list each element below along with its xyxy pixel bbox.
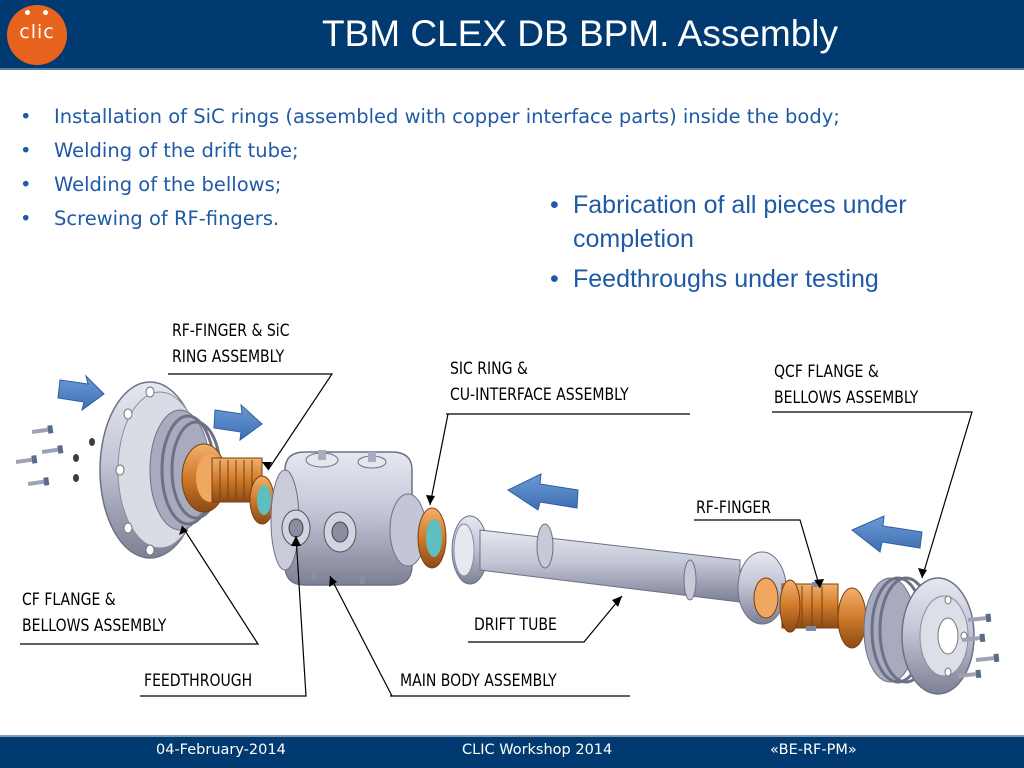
page-title: TBM CLEX DB BPM. Assembly — [321, 13, 839, 54]
bullet-icon: • — [20, 105, 32, 128]
label-cf-flange: CF FLANGE & BELLOWS ASSEMBLY — [22, 587, 166, 639]
label-line: SIC RING & — [450, 359, 528, 378]
assembly-diagram — [15, 373, 1000, 697]
label-line: BELLOWS ASSEMBLY — [774, 388, 919, 407]
footer-bar: 04-February-2014 CLIC Workshop 2014 «BE-… — [0, 735, 1024, 768]
list-item-text: Welding of the drift tube; — [54, 139, 299, 162]
list-item: • Feedthroughs under testing — [550, 262, 990, 296]
label-sic-ring: SIC RING & CU-INTERFACE ASSEMBLY — [450, 356, 629, 408]
list-item-text: Feedthroughs under testing — [573, 265, 879, 293]
qcf-flange-bellows — [863, 576, 975, 695]
cf-flange-bellows — [99, 381, 227, 559]
clic-logo: clic — [7, 5, 67, 65]
label-line: CU-INTERFACE ASSEMBLY — [450, 385, 629, 404]
screws-left — [15, 425, 107, 486]
logo-text: clic — [19, 21, 55, 43]
label-rf-finger-sic: RF-FINGER & SiC RING ASSEMBLY — [172, 318, 289, 370]
list-item-text: Fabrication of all pieces under completi… — [573, 191, 907, 253]
label-line: RF-FINGER — [696, 498, 772, 517]
direction-arrow-icon — [851, 515, 923, 553]
list-item: • Fabrication of all pieces under complet… — [550, 188, 990, 256]
label-line: QCF FLANGE & — [774, 362, 879, 381]
header-bar: clic TBM CLEX DB BPM. Assembly — [0, 0, 1024, 70]
label-line: RING ASSEMBLY — [172, 347, 285, 366]
label-line: DRIFT TUBE — [474, 615, 557, 634]
leader-arrowheads — [179, 462, 927, 607]
list-item-text: Screwing of RF-fingers. — [54, 207, 280, 230]
list-item-text: Installation of SiC rings (assembled wit… — [54, 105, 840, 128]
logo-dot — [25, 10, 30, 15]
sic-ring-right — [417, 507, 447, 569]
footer-divider — [0, 735, 1024, 737]
label-line: MAIN BODY ASSEMBLY — [400, 671, 557, 690]
list-item: • Welding of the drift tube; — [20, 134, 840, 168]
list-item: • Screwing of RF-fingers. — [20, 202, 840, 236]
direction-arrow-icon — [506, 473, 579, 511]
bullet-icon: • — [550, 191, 559, 219]
drift-tube — [451, 515, 787, 625]
label-drift-tube: DRIFT TUBE — [474, 612, 557, 638]
label-main-body: MAIN BODY ASSEMBLY — [400, 668, 557, 694]
label-line: BELLOWS ASSEMBLY — [22, 616, 167, 635]
list-item-text: Welding of the bellows; — [54, 173, 282, 196]
label-qcf-flange: QCF FLANGE & BELLOWS ASSEMBLY — [774, 359, 918, 411]
footer-event: CLIC Workshop 2014 — [462, 742, 613, 758]
bullet-icon: • — [20, 173, 32, 196]
rf-finger-right — [779, 579, 867, 649]
header-divider — [0, 68, 1024, 70]
direction-arrow-icon — [213, 403, 263, 442]
footer-date: 04-February-2014 — [156, 742, 286, 758]
process-steps-list: • Installation of SiC rings (assembled wi… — [20, 100, 840, 236]
rf-finger-sic-left — [211, 457, 275, 525]
leader-lines — [20, 373, 973, 697]
bullet-icon: • — [550, 265, 559, 293]
logo-dot — [43, 10, 48, 15]
bullet-icon: • — [20, 207, 32, 230]
screws-right — [957, 613, 1000, 679]
label-rf-finger: RF-FINGER — [696, 495, 771, 521]
label-feedthrough: FEEDTHROUGH — [144, 668, 252, 694]
direction-arrow-icon — [57, 374, 105, 412]
main-body — [270, 450, 427, 586]
list-item: • Installation of SiC rings (assembled wi… — [20, 100, 840, 134]
footer-group: «BE-RF-PM» — [770, 742, 857, 758]
label-line: CF FLANGE & — [22, 590, 116, 609]
list-item: • Welding of the bellows; — [20, 168, 840, 202]
bullet-icon: • — [20, 139, 32, 162]
status-list: • Fabrication of all pieces under complet… — [550, 188, 990, 302]
label-line: RF-FINGER & SiC — [172, 321, 290, 340]
label-line: FEEDTHROUGH — [144, 671, 253, 690]
